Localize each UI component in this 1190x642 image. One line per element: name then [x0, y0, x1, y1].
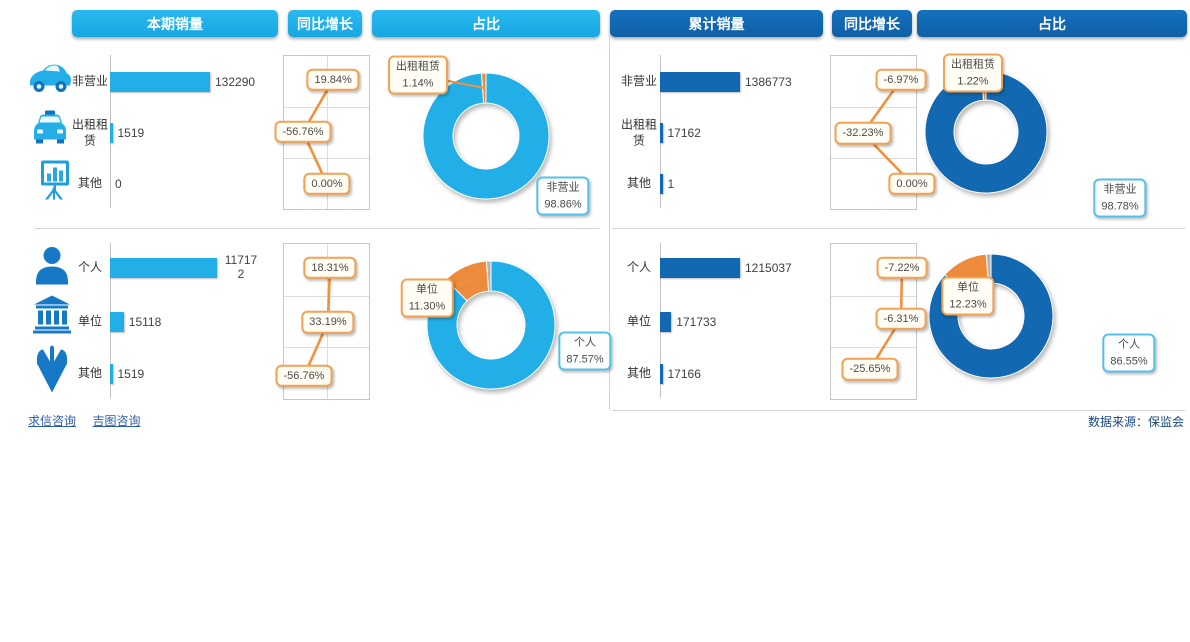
gridline	[831, 347, 916, 349]
donut-chart	[928, 253, 1054, 379]
bank-icon	[32, 295, 72, 340]
bar	[660, 364, 663, 384]
taxi-icon	[33, 110, 67, 151]
donut-slice-2	[485, 260, 492, 292]
donut-callout-value: 12.23%	[949, 298, 987, 310]
donut-callout-label: 非营业	[546, 181, 580, 194]
donut-callout-label: 非营业	[1103, 183, 1137, 196]
gridline	[831, 295, 916, 297]
donut-callout-value: 1.22%	[957, 75, 989, 87]
right-bottom-divider	[612, 410, 1185, 411]
growth-point-callout: -25.65%	[841, 357, 899, 381]
donut-callout: 非营业 98.78%	[1093, 178, 1147, 218]
bar	[660, 312, 672, 332]
bar-value-label: 17162	[667, 126, 701, 140]
growth-point-callout: 0.00%	[888, 172, 936, 196]
donut-callout-value: 87.57%	[566, 353, 604, 365]
donut-callout-label: 单位	[416, 283, 438, 296]
bar	[110, 72, 210, 92]
bar-value-label: 1215037	[745, 261, 792, 275]
bar	[660, 72, 740, 92]
bar-value-label: 117172	[224, 253, 258, 281]
down-arrow-icon	[36, 342, 68, 399]
donut-callout-value: 98.86%	[544, 198, 582, 210]
bar	[110, 258, 217, 278]
data-source-note: 数据来源：保监会	[1087, 415, 1184, 429]
donut-callout-value: 11.30%	[408, 300, 446, 312]
bar-value-label: 132290	[215, 75, 256, 89]
header-pill-cumulative-sales: 累计销量	[610, 10, 823, 37]
donut-callout-value: 1.14%	[402, 77, 434, 89]
bar-value-label: 15118	[128, 315, 162, 329]
chart-board-icon	[39, 159, 71, 206]
bar-category-label: 其他	[626, 366, 651, 381]
bar-category-label: 出租租赁	[620, 117, 657, 147]
bar	[660, 258, 740, 278]
growth-point-callout: -6.97%	[875, 68, 927, 92]
growth-point-callout: 0.00%	[303, 172, 351, 196]
bar-category-label: 单位	[77, 314, 102, 329]
donut-chart	[426, 260, 556, 390]
bar-value-label: 17166	[667, 367, 701, 381]
growth-point-callout: -56.76%	[274, 120, 332, 144]
donut-callout: 单位 11.30%	[400, 278, 454, 318]
growth-point-callout: 18.31%	[303, 256, 357, 280]
bar-value-label: 1386773	[745, 75, 792, 89]
bar-category-label: 个人	[626, 260, 651, 275]
bar-value-label: 1519	[117, 367, 145, 381]
bar-category-label: 非营业	[620, 74, 657, 89]
bar-value-label: 1	[667, 177, 675, 191]
bar-category-label: 其他	[77, 366, 102, 381]
bar	[110, 312, 124, 332]
donut-callout-label: 单位	[957, 281, 979, 294]
bar-category-label: 非营业	[71, 74, 108, 89]
header-pill-current-share: 占比	[372, 10, 600, 37]
donut-callout-label: 个人	[1118, 338, 1140, 351]
header-pill-current-growth: 同比增长	[288, 10, 362, 37]
donut-callout: 出租租赁 1.22%	[943, 53, 1003, 93]
footer-links: 求信咨询 吉图咨询	[28, 412, 152, 430]
donut-callout: 个人 87.57%	[558, 331, 612, 371]
header-pill-cumulative-growth: 同比增长	[832, 10, 912, 37]
gridline	[831, 107, 916, 108]
bar-category-label: 个人	[77, 260, 102, 275]
bar-value-label: 171733	[676, 315, 717, 329]
growth-point-callout: -32.23%	[834, 121, 892, 145]
growth-point-callout: -6.31%	[875, 307, 927, 331]
link-qiuxin-zixun[interactable]: 求信咨询	[28, 414, 77, 428]
growth-point-callout: 33.19%	[301, 310, 355, 334]
growth-point-callout: -56.76%	[275, 364, 333, 388]
donut-callout: 出租租赁 1.14%	[388, 55, 448, 95]
left-row-divider	[35, 228, 600, 229]
bar	[110, 364, 113, 384]
bar	[660, 123, 663, 143]
bar-value-label: 0	[115, 177, 122, 191]
link-jitu-zixun[interactable]: 吉图咨询	[92, 414, 141, 428]
bar-value-label: 1519	[117, 126, 145, 140]
gridline	[831, 158, 916, 159]
right-row-divider	[612, 228, 1185, 229]
donut-callout-label: 出租租赁	[396, 60, 440, 73]
donut-callout-value: 86.55%	[1110, 355, 1148, 367]
donut-callout: 单位 12.23%	[941, 276, 995, 316]
bar-category-label: 其他	[77, 176, 102, 191]
bar-category-label: 其他	[626, 176, 651, 191]
growth-point-callout: -7.22%	[876, 256, 928, 280]
header-pill-cumulative-share: 占比	[917, 10, 1187, 37]
vertical-divider	[609, 18, 610, 410]
bar-category-label: 单位	[626, 314, 651, 329]
bar	[110, 123, 113, 143]
donut-callout: 个人 86.55%	[1102, 333, 1156, 373]
person-icon	[34, 247, 70, 292]
donut-callout: 非营业 98.86%	[536, 176, 590, 216]
car-icon	[28, 60, 72, 101]
bar-category-label: 出租租赁	[71, 117, 108, 147]
header-pill-current-sales: 本期销量	[72, 10, 278, 37]
bar	[660, 174, 663, 194]
donut-callout-label: 出租租赁	[951, 58, 995, 71]
donut-callout-value: 98.78%	[1101, 200, 1139, 212]
donut-callout-label: 个人	[574, 336, 596, 349]
donut-slice-0	[928, 253, 1054, 379]
growth-point-callout: 19.84%	[306, 68, 360, 92]
